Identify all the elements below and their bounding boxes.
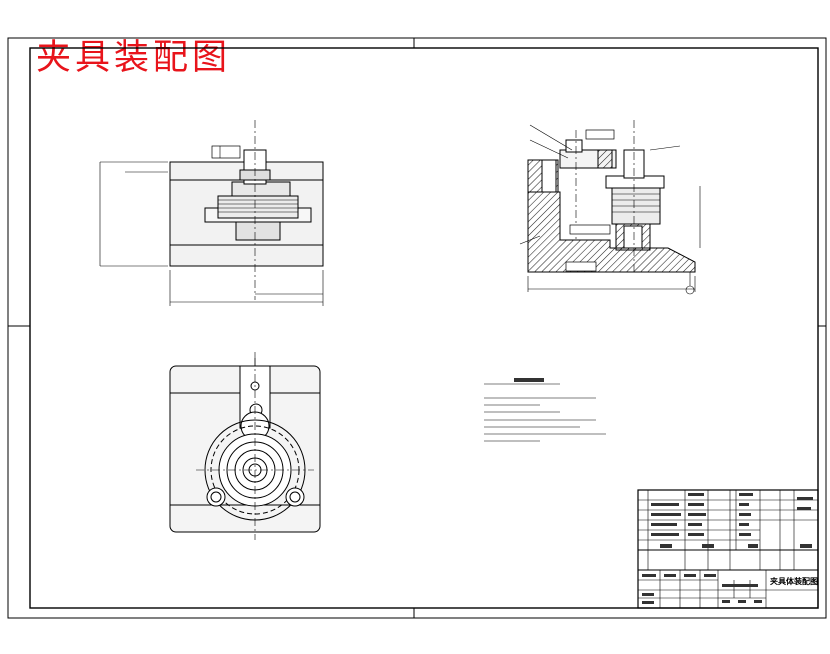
section-view xyxy=(519,120,701,295)
notes-lines xyxy=(484,383,606,442)
technical-notes xyxy=(514,378,544,382)
title-block-name: 夹具体装配图 xyxy=(770,577,818,586)
sheet-border xyxy=(7,37,827,619)
front-view xyxy=(99,120,324,306)
title-block xyxy=(637,489,819,609)
stamp-title: 夹具装配图 xyxy=(36,38,232,78)
top-view xyxy=(169,352,321,540)
